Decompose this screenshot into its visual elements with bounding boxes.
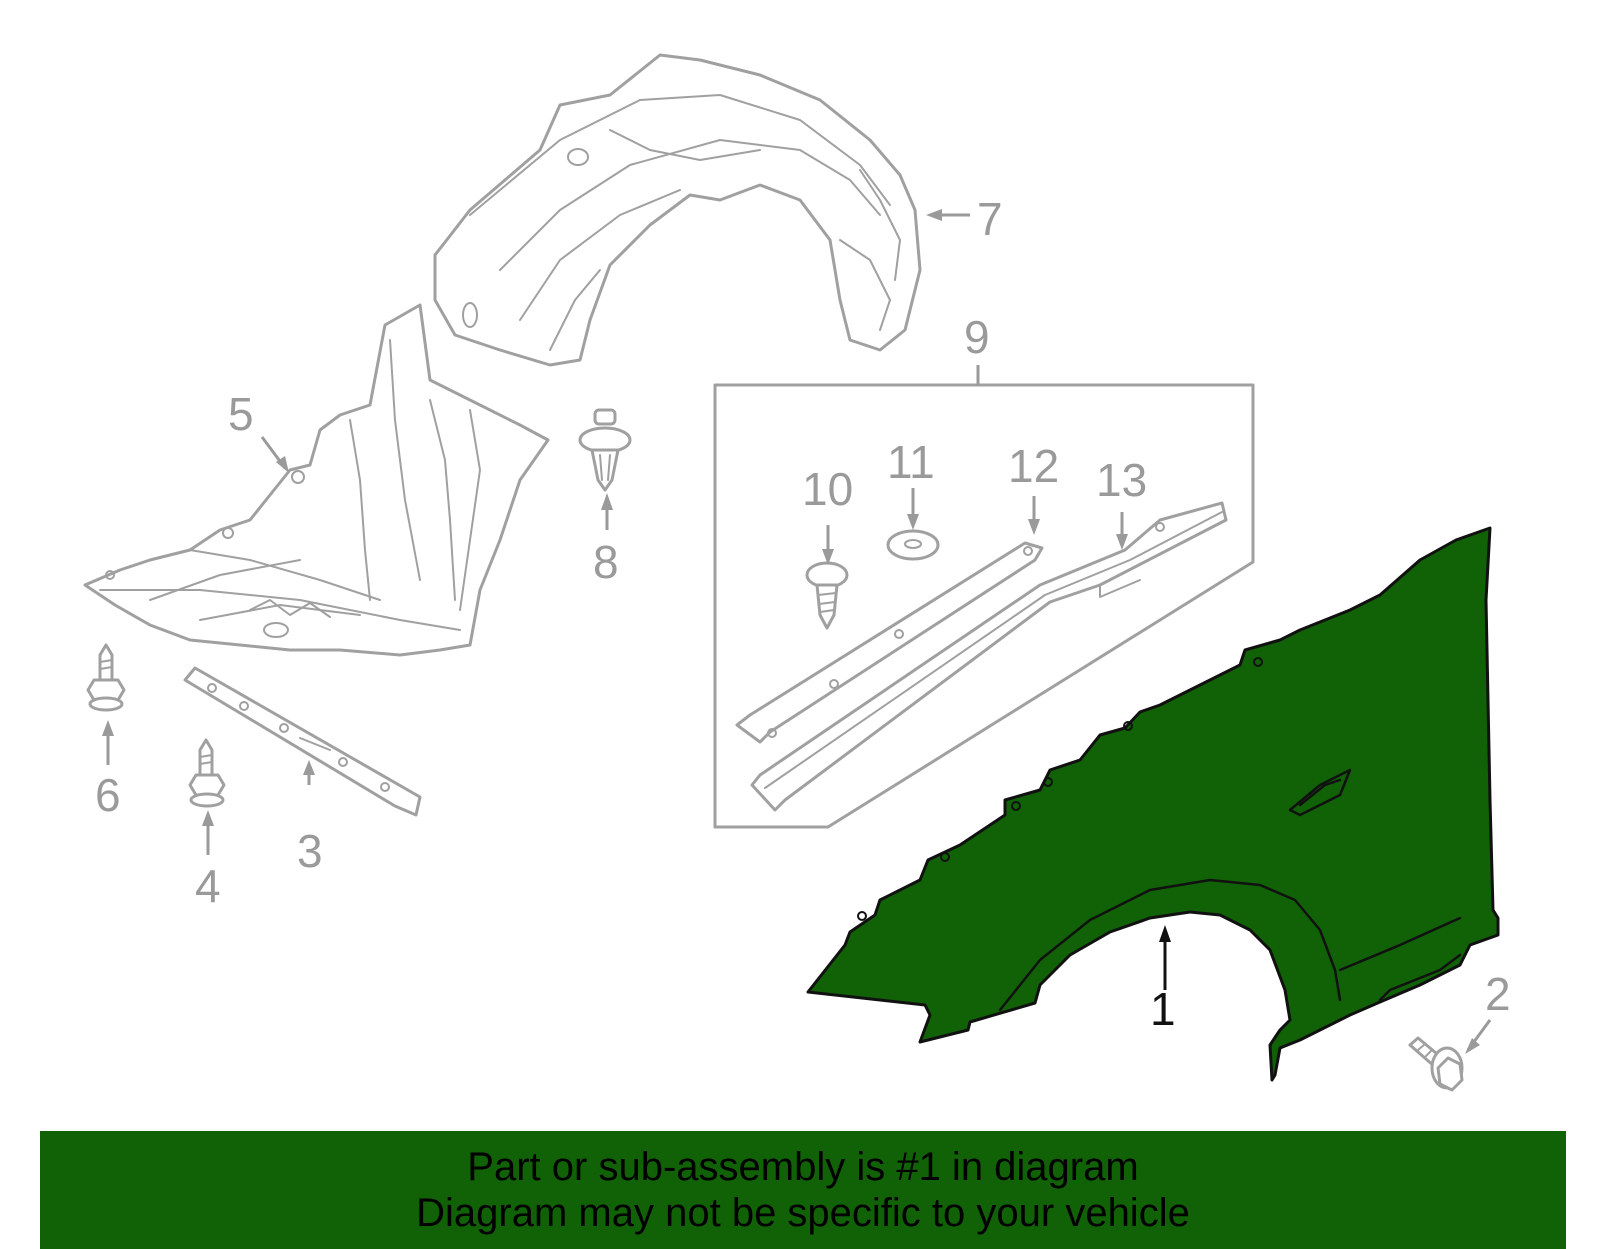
bolt-6-part[interactable] (86, 643, 126, 712)
screw-10-part[interactable] (805, 561, 849, 630)
callout-7: 7 (977, 193, 1003, 245)
kit-group-box (713, 365, 1255, 829)
callout-12: 12 (1008, 440, 1059, 492)
front-fender-part[interactable] (806, 526, 1500, 1082)
banner-line-disclaimer: Diagram may not be specific to your vehi… (416, 1191, 1190, 1235)
callout-10: 10 (802, 463, 853, 515)
splash-shield-part[interactable] (83, 303, 550, 657)
callout-5: 5 (228, 388, 254, 440)
seal-strip-12-part[interactable] (735, 541, 1044, 744)
callout-1: 1 (1150, 983, 1176, 1035)
fender-liner-part[interactable] (433, 53, 922, 367)
callout-labels: 1 2 3 4 5 6 7 8 9 10 11 12 13 (95, 193, 1511, 1035)
push-clip-part[interactable] (578, 408, 632, 492)
callout-9: 9 (964, 311, 990, 363)
leader-lines (102, 209, 1492, 1054)
washer-11-part[interactable] (886, 529, 940, 561)
info-banner: Part or sub-assembly is #1 in diagram Di… (40, 1131, 1566, 1249)
callout-13: 13 (1096, 454, 1147, 506)
callout-2: 2 (1485, 968, 1511, 1020)
bracket-strip-part[interactable] (183, 666, 422, 817)
callout-6: 6 (95, 769, 121, 821)
banner-line-part-number: Part or sub-assembly is #1 in diagram (467, 1145, 1139, 1189)
bolt-4-part[interactable] (188, 738, 226, 808)
rail-strip-13-part[interactable] (750, 501, 1228, 812)
callout-8: 8 (593, 536, 619, 588)
callout-11: 11 (887, 436, 935, 488)
callout-3: 3 (297, 825, 323, 877)
bolt-2-part[interactable] (1408, 1036, 1464, 1092)
callout-4: 4 (195, 860, 221, 912)
